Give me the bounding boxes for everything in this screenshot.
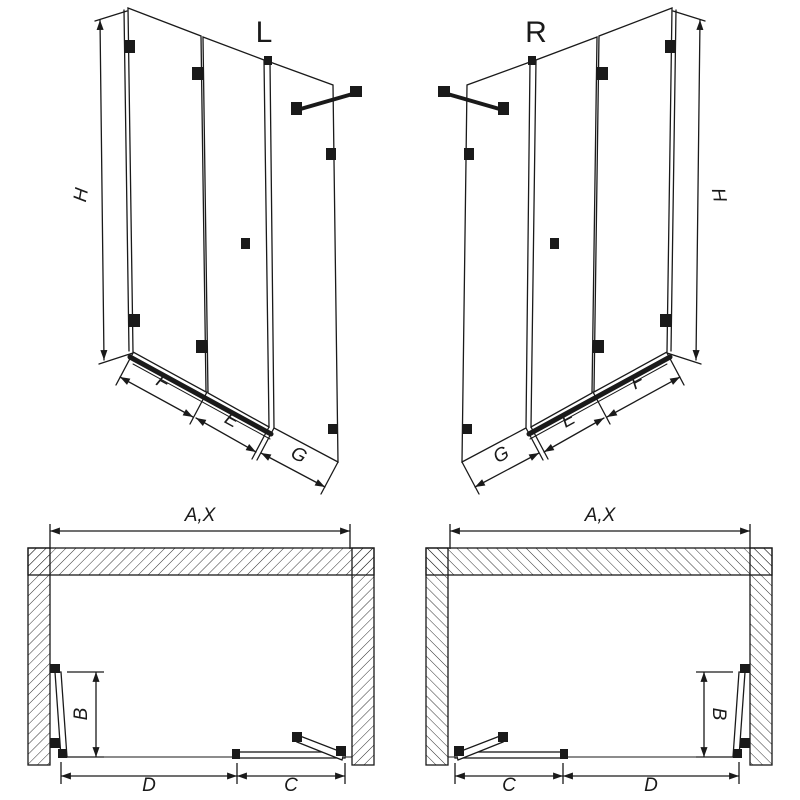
dim-label-e-right: E bbox=[558, 408, 579, 433]
plan-geometry-left bbox=[28, 524, 374, 784]
dim-label-c-right: C bbox=[502, 775, 516, 796]
plan-view-left: A,X B D C bbox=[28, 505, 374, 796]
variant-label-right: R bbox=[525, 16, 547, 49]
dim-label-height-left: H bbox=[70, 186, 93, 203]
plan-view-right: A,X B C D bbox=[426, 505, 772, 796]
dim-label-d-left: D bbox=[142, 775, 156, 796]
dim-label-b-left: B bbox=[71, 707, 92, 720]
dim-label-height-right: H bbox=[707, 186, 730, 203]
dim-label-c-left: C bbox=[284, 775, 298, 796]
dim-label-d-right: D bbox=[644, 775, 658, 796]
iso-view-right: R H F E G bbox=[438, 8, 730, 494]
dim-label-width-right: A,X bbox=[584, 505, 617, 526]
dim-label-g-right: G bbox=[490, 442, 513, 468]
dim-label-b-right: B bbox=[708, 708, 729, 721]
dim-label-g-left: G bbox=[287, 442, 310, 468]
variant-label-left: L bbox=[256, 16, 273, 49]
dim-label-width-left: A,X bbox=[184, 505, 217, 526]
dim-label-e-left: E bbox=[221, 408, 242, 433]
plan-geometry-right bbox=[426, 524, 772, 784]
iso-view-left: L H F E G bbox=[70, 8, 362, 494]
